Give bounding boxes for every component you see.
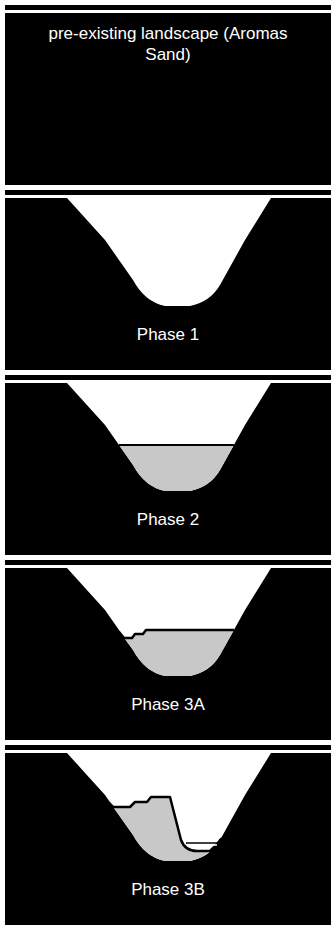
phase-panel: Phase 3B — [5, 745, 331, 925]
phase-label: Phase 3B — [131, 880, 205, 899]
label-holder: pre-existing landscape (Aromas Sand) — [43, 23, 293, 65]
phase-panel: Phase 3A — [5, 560, 331, 740]
phase-label: Phase 3A — [131, 695, 205, 714]
landscape-panel: pre-existing landscape (Aromas Sand) — [5, 5, 331, 185]
phase-panel: Phase 2 — [5, 375, 331, 555]
label-holder: Phase 3B — [43, 879, 293, 900]
phase-label: Phase 2 — [137, 510, 199, 529]
landscape-label: pre-existing landscape (Aromas Sand) — [48, 24, 287, 64]
label-holder: Phase 1 — [43, 324, 293, 345]
label-holder: Phase 3A — [43, 694, 293, 715]
phase-label: Phase 1 — [137, 325, 199, 344]
label-holder: Phase 2 — [43, 509, 293, 530]
phase-panel: Phase 1 — [5, 190, 331, 370]
